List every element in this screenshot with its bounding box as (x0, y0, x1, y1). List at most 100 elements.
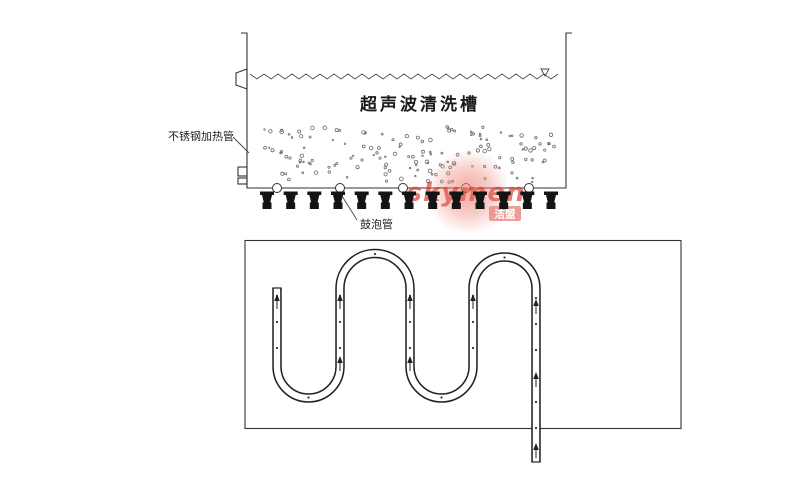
tank-title: 超声波清洗槽 (360, 94, 480, 115)
flow-arrow-head (337, 356, 343, 363)
transducer-flange (520, 191, 535, 195)
bubble (284, 154, 289, 159)
tube-hole (440, 396, 443, 399)
bubble (298, 158, 303, 163)
transducer (496, 191, 511, 209)
bubble (368, 145, 374, 151)
bubble (263, 128, 266, 131)
bubble (384, 162, 389, 167)
transducer-horn (427, 195, 438, 203)
bubble (478, 134, 482, 138)
bubble (428, 150, 432, 154)
transducer (378, 191, 393, 209)
bubble (287, 177, 291, 182)
tube-bore (273, 250, 540, 462)
flow-arrow-head (407, 356, 413, 363)
watermark-cjk: 洁盟 (495, 208, 516, 221)
tube-hole (534, 296, 538, 300)
bubble (349, 156, 353, 160)
bubble (334, 128, 339, 133)
flow-arrow (407, 294, 413, 309)
bubble (313, 170, 319, 175)
bubble (355, 165, 360, 170)
tube-hole (373, 252, 377, 256)
transducer-base (451, 202, 461, 209)
flow-arrow-head (533, 372, 539, 379)
tube-hole (471, 320, 475, 324)
transducer-horn (522, 195, 533, 203)
bubble (398, 145, 401, 148)
flow-arrow (337, 294, 343, 309)
bubble (288, 156, 292, 160)
bubble (469, 130, 473, 133)
transducer-horn (404, 195, 414, 203)
transducer (449, 191, 464, 209)
tube-hole (408, 320, 412, 324)
bubble (364, 131, 367, 134)
bubble (511, 160, 515, 164)
transducer-array (260, 191, 558, 209)
bubble (279, 150, 284, 154)
bubble (548, 132, 554, 137)
bubble (279, 129, 285, 135)
bubble (280, 128, 284, 132)
flow-arrow (407, 356, 413, 371)
transducer-flange (473, 191, 487, 195)
wall-bracket (235, 68, 248, 90)
flow-arrow-head (533, 299, 539, 306)
bubble (398, 142, 403, 147)
bubble (487, 146, 492, 152)
bubble (404, 134, 409, 139)
transducer-horn (451, 195, 462, 203)
transducer-base (499, 202, 509, 209)
bubble (343, 142, 347, 146)
heater-callout: 不锈钢加热管 (168, 129, 250, 154)
bubble (345, 176, 349, 179)
transducer-horn (498, 195, 509, 203)
bubble (498, 156, 502, 160)
transducer-horn (285, 195, 296, 203)
bubble (482, 148, 487, 154)
transducer (473, 191, 487, 209)
bubble (290, 136, 294, 139)
transducer (402, 191, 416, 209)
flow-arrow-head (407, 294, 413, 301)
bubble (534, 136, 538, 140)
bubble (440, 151, 444, 155)
flow-arrow-head (337, 294, 343, 301)
transducer (283, 191, 298, 209)
bubble (287, 132, 291, 136)
bubble (378, 156, 382, 160)
transducer (544, 191, 558, 209)
bubble (415, 135, 420, 140)
bubble (543, 148, 547, 152)
bubble (284, 172, 288, 176)
bubble (552, 144, 556, 149)
transducer-flange (402, 191, 416, 195)
bubble (521, 148, 525, 151)
bubble (360, 158, 364, 162)
bubble (471, 132, 476, 136)
tube-hole (307, 396, 310, 399)
transducer-base (380, 202, 390, 209)
flow-arrow (470, 294, 476, 309)
bubble (519, 133, 524, 138)
bubble (530, 158, 534, 162)
bubble (429, 153, 433, 156)
bubble (297, 129, 302, 134)
transducer-flange (544, 191, 558, 195)
bubble (541, 160, 545, 164)
bubble (385, 179, 388, 183)
bubble (391, 138, 395, 142)
bubble (338, 128, 342, 132)
bubble (331, 138, 334, 142)
bubble (408, 166, 412, 170)
bubble (302, 160, 305, 164)
flow-arrows (274, 294, 539, 458)
bubble (479, 137, 483, 141)
bubble (299, 134, 304, 139)
bubble (372, 153, 375, 157)
transducer-flange (260, 191, 274, 195)
bubble (414, 163, 418, 167)
transducer-base (309, 202, 319, 209)
